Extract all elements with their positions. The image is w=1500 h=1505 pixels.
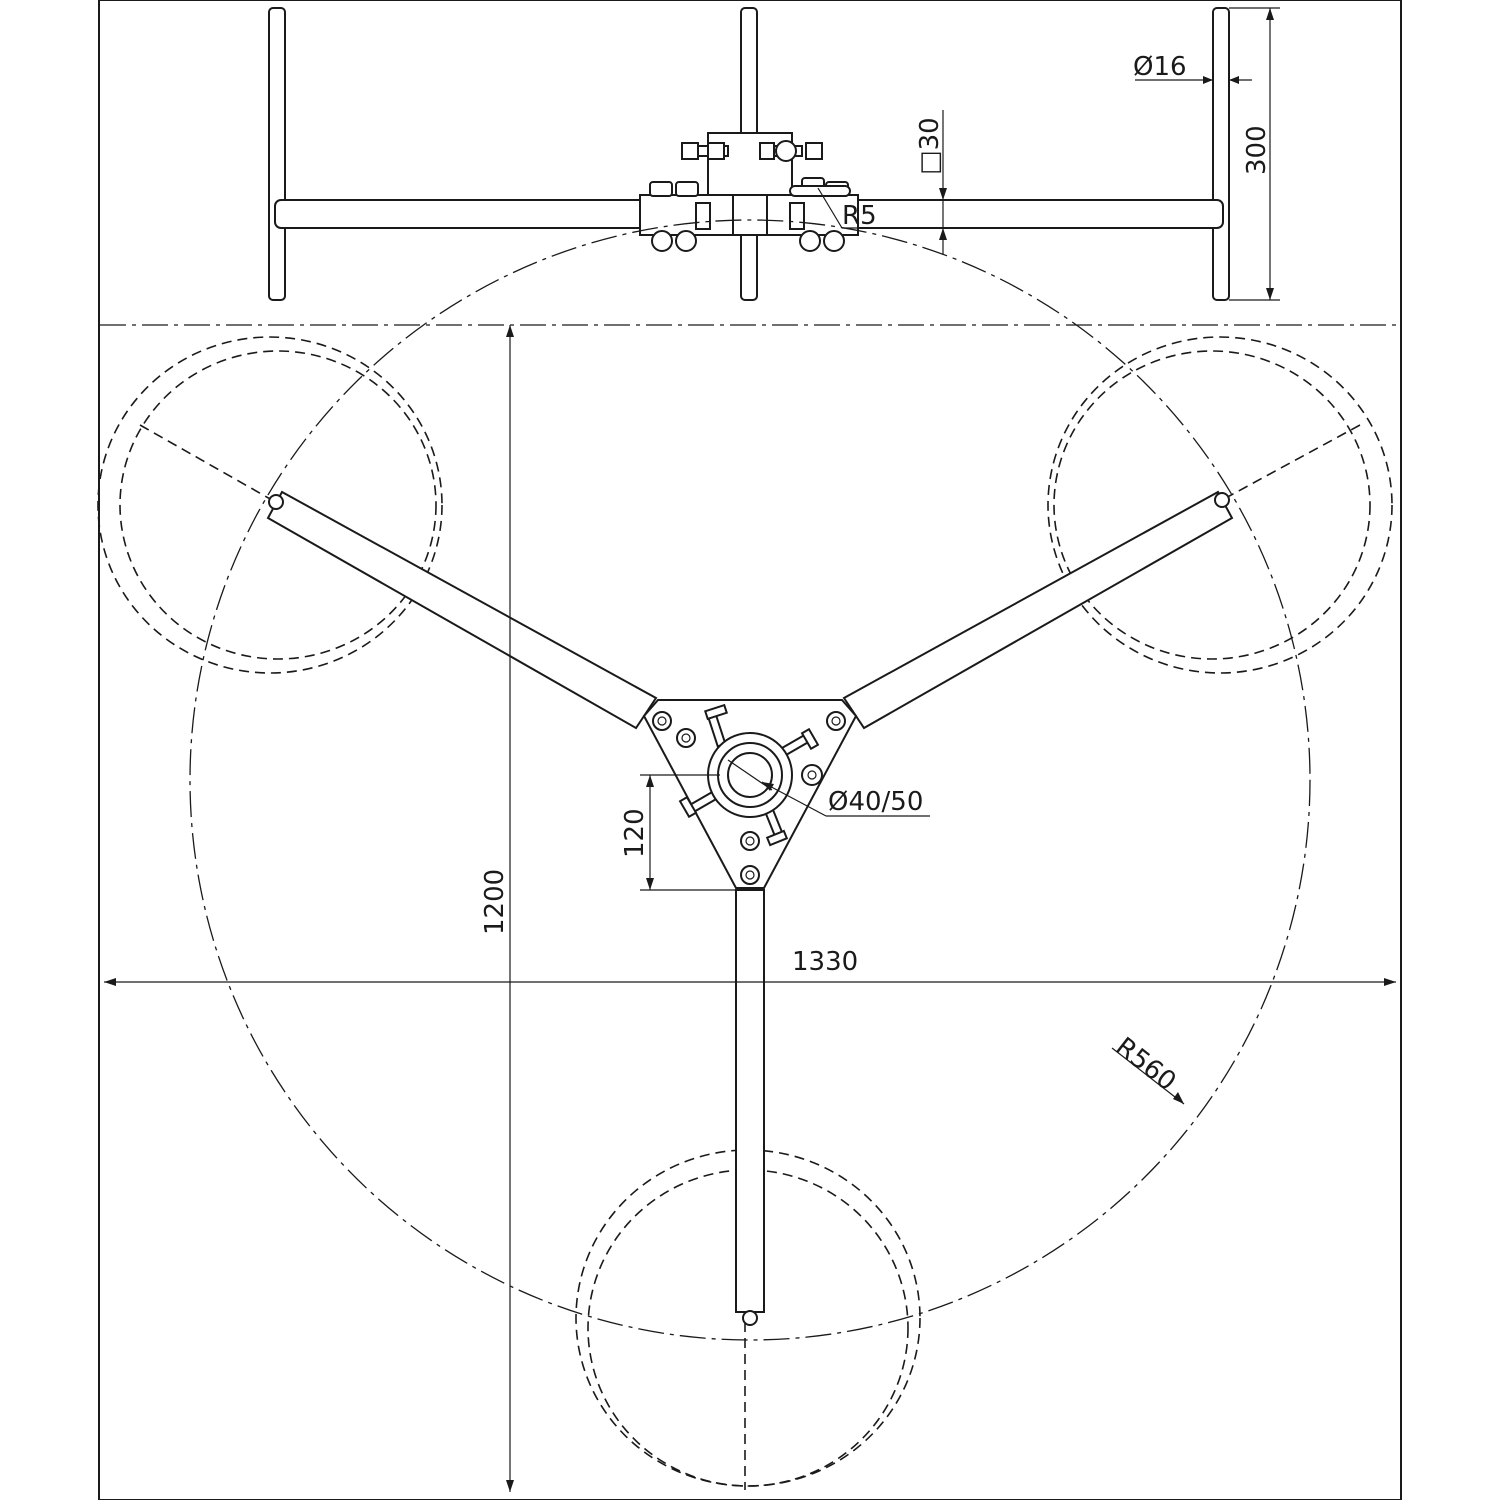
dim-mast-diameter: Ø40/50 [828, 787, 923, 817]
dim-overall-width: 1330 [792, 947, 858, 977]
side-clamp-block-left [695, 202, 711, 230]
dim-plate-depth: 120 [620, 808, 650, 858]
dim-bend-radius: R5 [842, 201, 877, 231]
pitch-circle [189, 219, 1311, 1341]
arm-right [842, 490, 1234, 730]
side-clamp-block-right [789, 202, 805, 230]
arm-bottom [735, 889, 765, 1326]
dim-square-section: □30 [915, 117, 945, 175]
dim-rod-diameter: Ø16 [1133, 52, 1187, 82]
side-rod-left [268, 7, 286, 301]
side-view: Ø16 300 □30 R5 [268, 7, 1280, 301]
dim-height: 300 [1242, 125, 1272, 175]
side-clamp-bolts [681, 140, 823, 162]
plate-bolts [652, 711, 846, 885]
side-plate-nuts [649, 177, 851, 197]
dim-pitch-radius: R560 [1110, 1032, 1182, 1097]
side-rod-right [1212, 7, 1230, 301]
foot-circle-right [1047, 336, 1393, 674]
side-clamp-window [732, 194, 768, 236]
mast-clamp [678, 703, 820, 847]
dim-overall-depth: 1200 [480, 869, 510, 935]
foot-circle-left [97, 336, 443, 674]
plan-view: Ø40/50 120 1200 1330 R560 [97, 219, 1396, 1492]
side-lower-clamps [651, 230, 845, 252]
arm-left [266, 490, 658, 730]
